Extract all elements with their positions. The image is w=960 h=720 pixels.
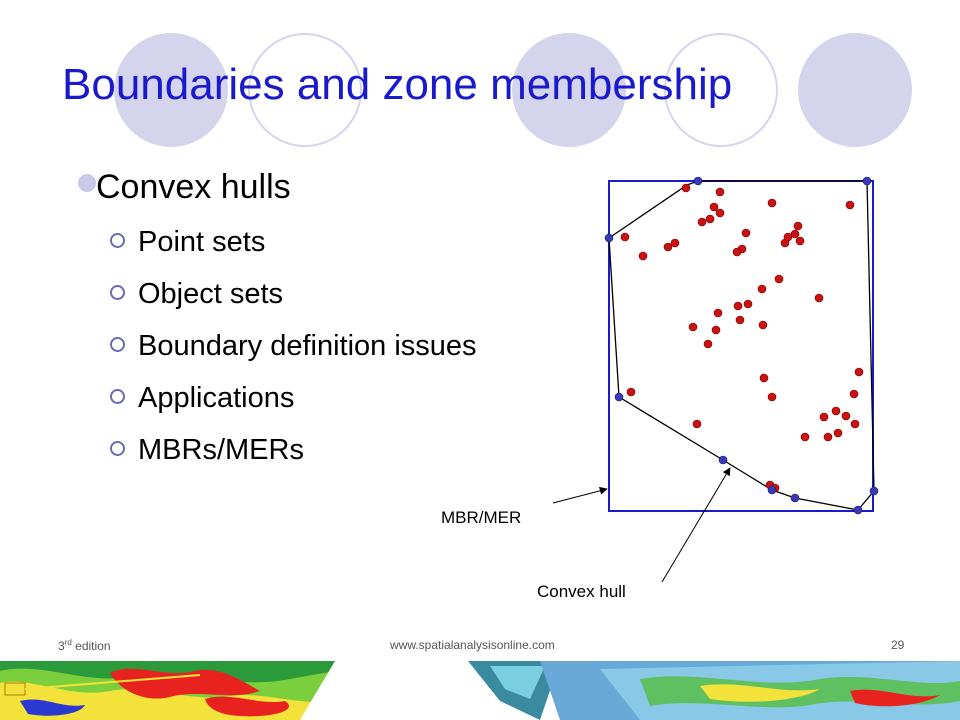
data-point [800, 432, 810, 442]
footer-url: www.spatialanalysisonline.com [390, 638, 555, 652]
convex-hull-label: Convex hull [537, 582, 626, 601]
data-point [681, 183, 691, 193]
data-point [849, 389, 859, 399]
data-point [743, 299, 753, 309]
decor-circle-4 [664, 33, 778, 147]
ring-bullet-icon [110, 389, 125, 404]
mbr-arrow [552, 486, 608, 504]
data-point [620, 232, 630, 242]
data-point [713, 308, 723, 318]
point-set [620, 183, 864, 493]
data-point [692, 419, 702, 429]
data-point [845, 200, 855, 210]
data-point [670, 238, 680, 248]
data-point [841, 411, 851, 421]
hull-vertex-point [718, 455, 728, 465]
hull-vertex-point [604, 233, 614, 243]
data-point [663, 242, 673, 252]
data-point [697, 217, 707, 227]
data-point [733, 301, 743, 311]
data-point [735, 315, 745, 325]
convex-hull-polygon [608, 180, 875, 511]
decor-circle-5 [798, 33, 912, 147]
data-point [774, 274, 784, 284]
hull-vertex-point [869, 486, 879, 496]
data-point [626, 387, 636, 397]
data-point [854, 367, 864, 377]
decor-circle-2 [248, 33, 362, 147]
hull-vertex-point [790, 493, 800, 503]
decor-circle-1 [114, 33, 228, 147]
slide-title: Boundaries and zone membership [62, 60, 733, 109]
page-number: 29 [891, 638, 905, 652]
data-point [715, 208, 725, 218]
data-point [767, 198, 777, 208]
bullet-dot-icon [78, 174, 96, 192]
main-bullet-text: Convex hulls [96, 168, 291, 206]
data-point [831, 406, 841, 416]
data-point [638, 251, 648, 261]
data-point [819, 412, 829, 422]
hull-vertex-point [853, 505, 863, 515]
data-point [705, 214, 715, 224]
data-point [790, 229, 800, 239]
data-point [715, 187, 725, 197]
ring-bullet-icon [110, 285, 125, 300]
ring-bullet-icon [110, 441, 125, 456]
footer-edition: 3rd edition [58, 638, 111, 653]
hull-vertex-point [862, 176, 872, 186]
data-point [850, 419, 860, 429]
data-point [759, 373, 769, 383]
footer-map-strip [0, 661, 960, 720]
mbr-rectangle [608, 180, 874, 512]
hull-vertex-point [614, 392, 624, 402]
data-point [757, 284, 767, 294]
data-point [741, 228, 751, 238]
data-point [732, 247, 742, 257]
data-point [767, 392, 777, 402]
hull-vertex-point [767, 485, 777, 495]
ring-bullet-icon [110, 337, 125, 352]
data-point [711, 325, 721, 335]
hull-vertex-set [604, 176, 879, 515]
hull-arrow [661, 467, 731, 583]
data-point [795, 236, 805, 246]
mbr-label: MBR/MER [441, 508, 522, 527]
data-point [709, 202, 719, 212]
data-point [793, 221, 803, 231]
data-point [823, 432, 833, 442]
data-point [758, 320, 768, 330]
ring-bullet-icon [110, 233, 125, 248]
decor-circle-3 [512, 33, 626, 147]
data-point [688, 322, 698, 332]
data-point [833, 428, 843, 438]
data-point [703, 339, 713, 349]
data-point [814, 293, 824, 303]
hull-vertex-point [693, 176, 703, 186]
